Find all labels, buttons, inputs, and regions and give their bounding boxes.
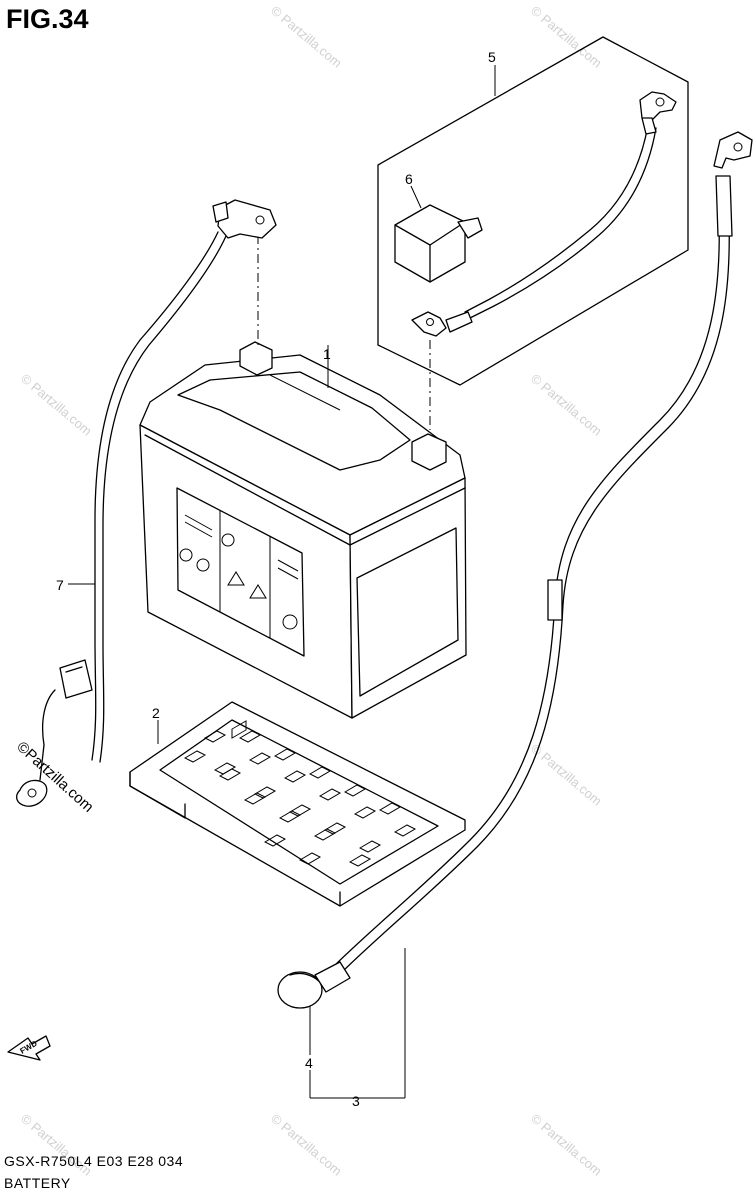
figure-title: FIG.34 <box>6 4 89 34</box>
callout-7: 7 <box>56 577 64 593</box>
positive-cable-part-5 <box>411 91 677 430</box>
section-name: BATTERY <box>4 1175 71 1191</box>
kit-box-part-5 <box>377 36 689 386</box>
watermark: © Partzilla.com <box>268 1111 345 1179</box>
watermark: © Partzilla.com <box>18 371 95 439</box>
callout-1: 1 <box>323 346 331 362</box>
forward-arrow-icon: FWD <box>7 1035 51 1061</box>
watermark: © Partzilla.com <box>528 371 605 439</box>
watermark: © Partzilla.com <box>528 1111 605 1179</box>
starter-cable-part-3 <box>277 131 753 1099</box>
watermark: © Partzilla.com <box>528 3 605 71</box>
watermark: © Partzilla.com <box>268 3 345 71</box>
model-code: GSX-R750L4 E03 E28 034 <box>4 1153 184 1169</box>
negative-cable-part-7 <box>15 199 277 807</box>
callout-4: 4 <box>305 1055 313 1071</box>
battery-tray-part-2 <box>129 701 466 907</box>
callout-6: 6 <box>405 171 413 187</box>
watermark: © Partzilla.com <box>528 741 605 809</box>
terminal-cap-part-6 <box>394 185 483 283</box>
callout-5: 5 <box>488 49 496 65</box>
callout-3: 3 <box>352 1093 360 1109</box>
callout-2: 2 <box>152 705 160 721</box>
battery-part-1 <box>139 235 467 719</box>
